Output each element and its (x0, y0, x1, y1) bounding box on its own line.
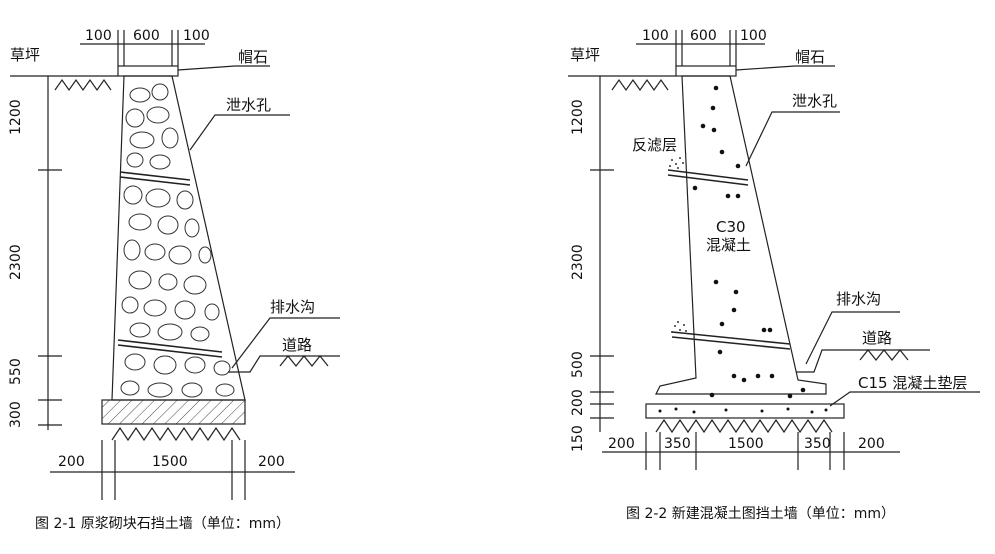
right-dim-bottom-3: 1500 (728, 436, 764, 452)
right-filter-layer (669, 157, 687, 333)
right-vdim-4: 200 (570, 389, 586, 416)
right-dim-top-3: 100 (740, 28, 767, 44)
left-road-zigzag (279, 355, 329, 367)
left-dim-bottom-3: 200 (258, 454, 285, 470)
left-dim-top-2: 600 (133, 28, 160, 44)
right-caption: 图 2-2 新建混凝土图挡土墙（单位：mm） (626, 506, 895, 522)
left-leader-cap (177, 65, 270, 71)
right-leader-weep (745, 111, 840, 167)
left-dim-bottom-1: 200 (58, 454, 85, 470)
left-cap-stone-label: 帽石 (238, 48, 268, 66)
left-vertical-dimension (38, 76, 62, 430)
left-stone-texture (120, 83, 235, 398)
left-foundation-zigzag (111, 426, 241, 442)
left-bottom-dimension (50, 440, 295, 500)
right-filter-layer-label: 反滤层 (632, 136, 677, 154)
right-dim-bottom-2: 350 (664, 436, 691, 452)
right-cushion-dots (658, 407, 828, 414)
left-road-line (228, 355, 340, 373)
left-vdim-4: 300 (8, 401, 24, 428)
left-dim-bottom-2: 1500 (152, 454, 188, 470)
left-leader-drain (231, 317, 340, 369)
left-dim-top-3: 100 (183, 28, 210, 44)
right-grass-label: 草坪 (570, 46, 600, 64)
left-vdim-2: 2300 (8, 244, 24, 280)
right-vdim-3: 500 (570, 351, 586, 378)
right-concrete-label: 混凝土 (706, 236, 751, 254)
right-drawing (568, 30, 980, 470)
right-leader-drain (805, 311, 900, 365)
right-dim-bottom-1: 200 (608, 436, 635, 452)
right-concrete-grade: C30 (716, 218, 746, 236)
left-grass-label: 草坪 (10, 46, 40, 64)
right-grass-zigzag (611, 78, 669, 92)
right-concrete-dots (692, 85, 806, 399)
right-cap-stone (675, 65, 737, 77)
left-leader-weep (189, 114, 290, 151)
right-foundation-zigzag (655, 418, 833, 434)
right-leader-cap (735, 65, 835, 71)
right-vertical-dimension (590, 76, 614, 432)
left-weep-hole-label: 泄水孔 (226, 96, 271, 114)
right-dim-top-2: 600 (690, 28, 717, 44)
right-vdim-1: 1200 (570, 99, 586, 135)
right-wall-body (655, 75, 827, 395)
right-weep-hole-label: 泄水孔 (792, 92, 837, 110)
left-cap-stone (117, 65, 179, 77)
right-bottom-dimension (602, 432, 900, 470)
left-drawing (10, 30, 340, 500)
left-foundation (101, 399, 246, 425)
left-grass-zigzag (54, 78, 112, 92)
left-vdim-3: 550 (8, 358, 24, 385)
right-road-label: 道路 (862, 329, 892, 347)
right-leader-cushion (829, 391, 980, 407)
right-dim-bottom-5: 200 (858, 436, 885, 452)
left-top-dimension (80, 30, 205, 66)
right-vdim-5: 150 (570, 425, 586, 452)
left-road-label: 道路 (282, 336, 312, 354)
right-road-zigzag (859, 349, 909, 361)
right-vdim-2: 2300 (570, 244, 586, 280)
right-cap-stone-label: 帽石 (795, 48, 825, 66)
right-top-dimension (636, 30, 765, 66)
right-dim-top-1: 100 (642, 28, 669, 44)
right-dim-bottom-4: 350 (804, 436, 831, 452)
left-caption: 图 2-1 原浆砌块石挡土墙（单位：mm） (35, 516, 290, 532)
left-weep-holes (117, 171, 223, 358)
right-weep-holes (667, 169, 791, 350)
left-drain-ditch-label: 排水沟 (270, 298, 315, 316)
left-vdim-1: 1200 (8, 99, 24, 135)
right-drain-ditch-label: 排水沟 (836, 290, 881, 308)
left-dim-top-1: 100 (85, 28, 112, 44)
right-road-line (796, 349, 930, 373)
right-cushion-layer (645, 403, 845, 419)
right-cushion-label: C15 混凝土垫层 (858, 374, 967, 392)
